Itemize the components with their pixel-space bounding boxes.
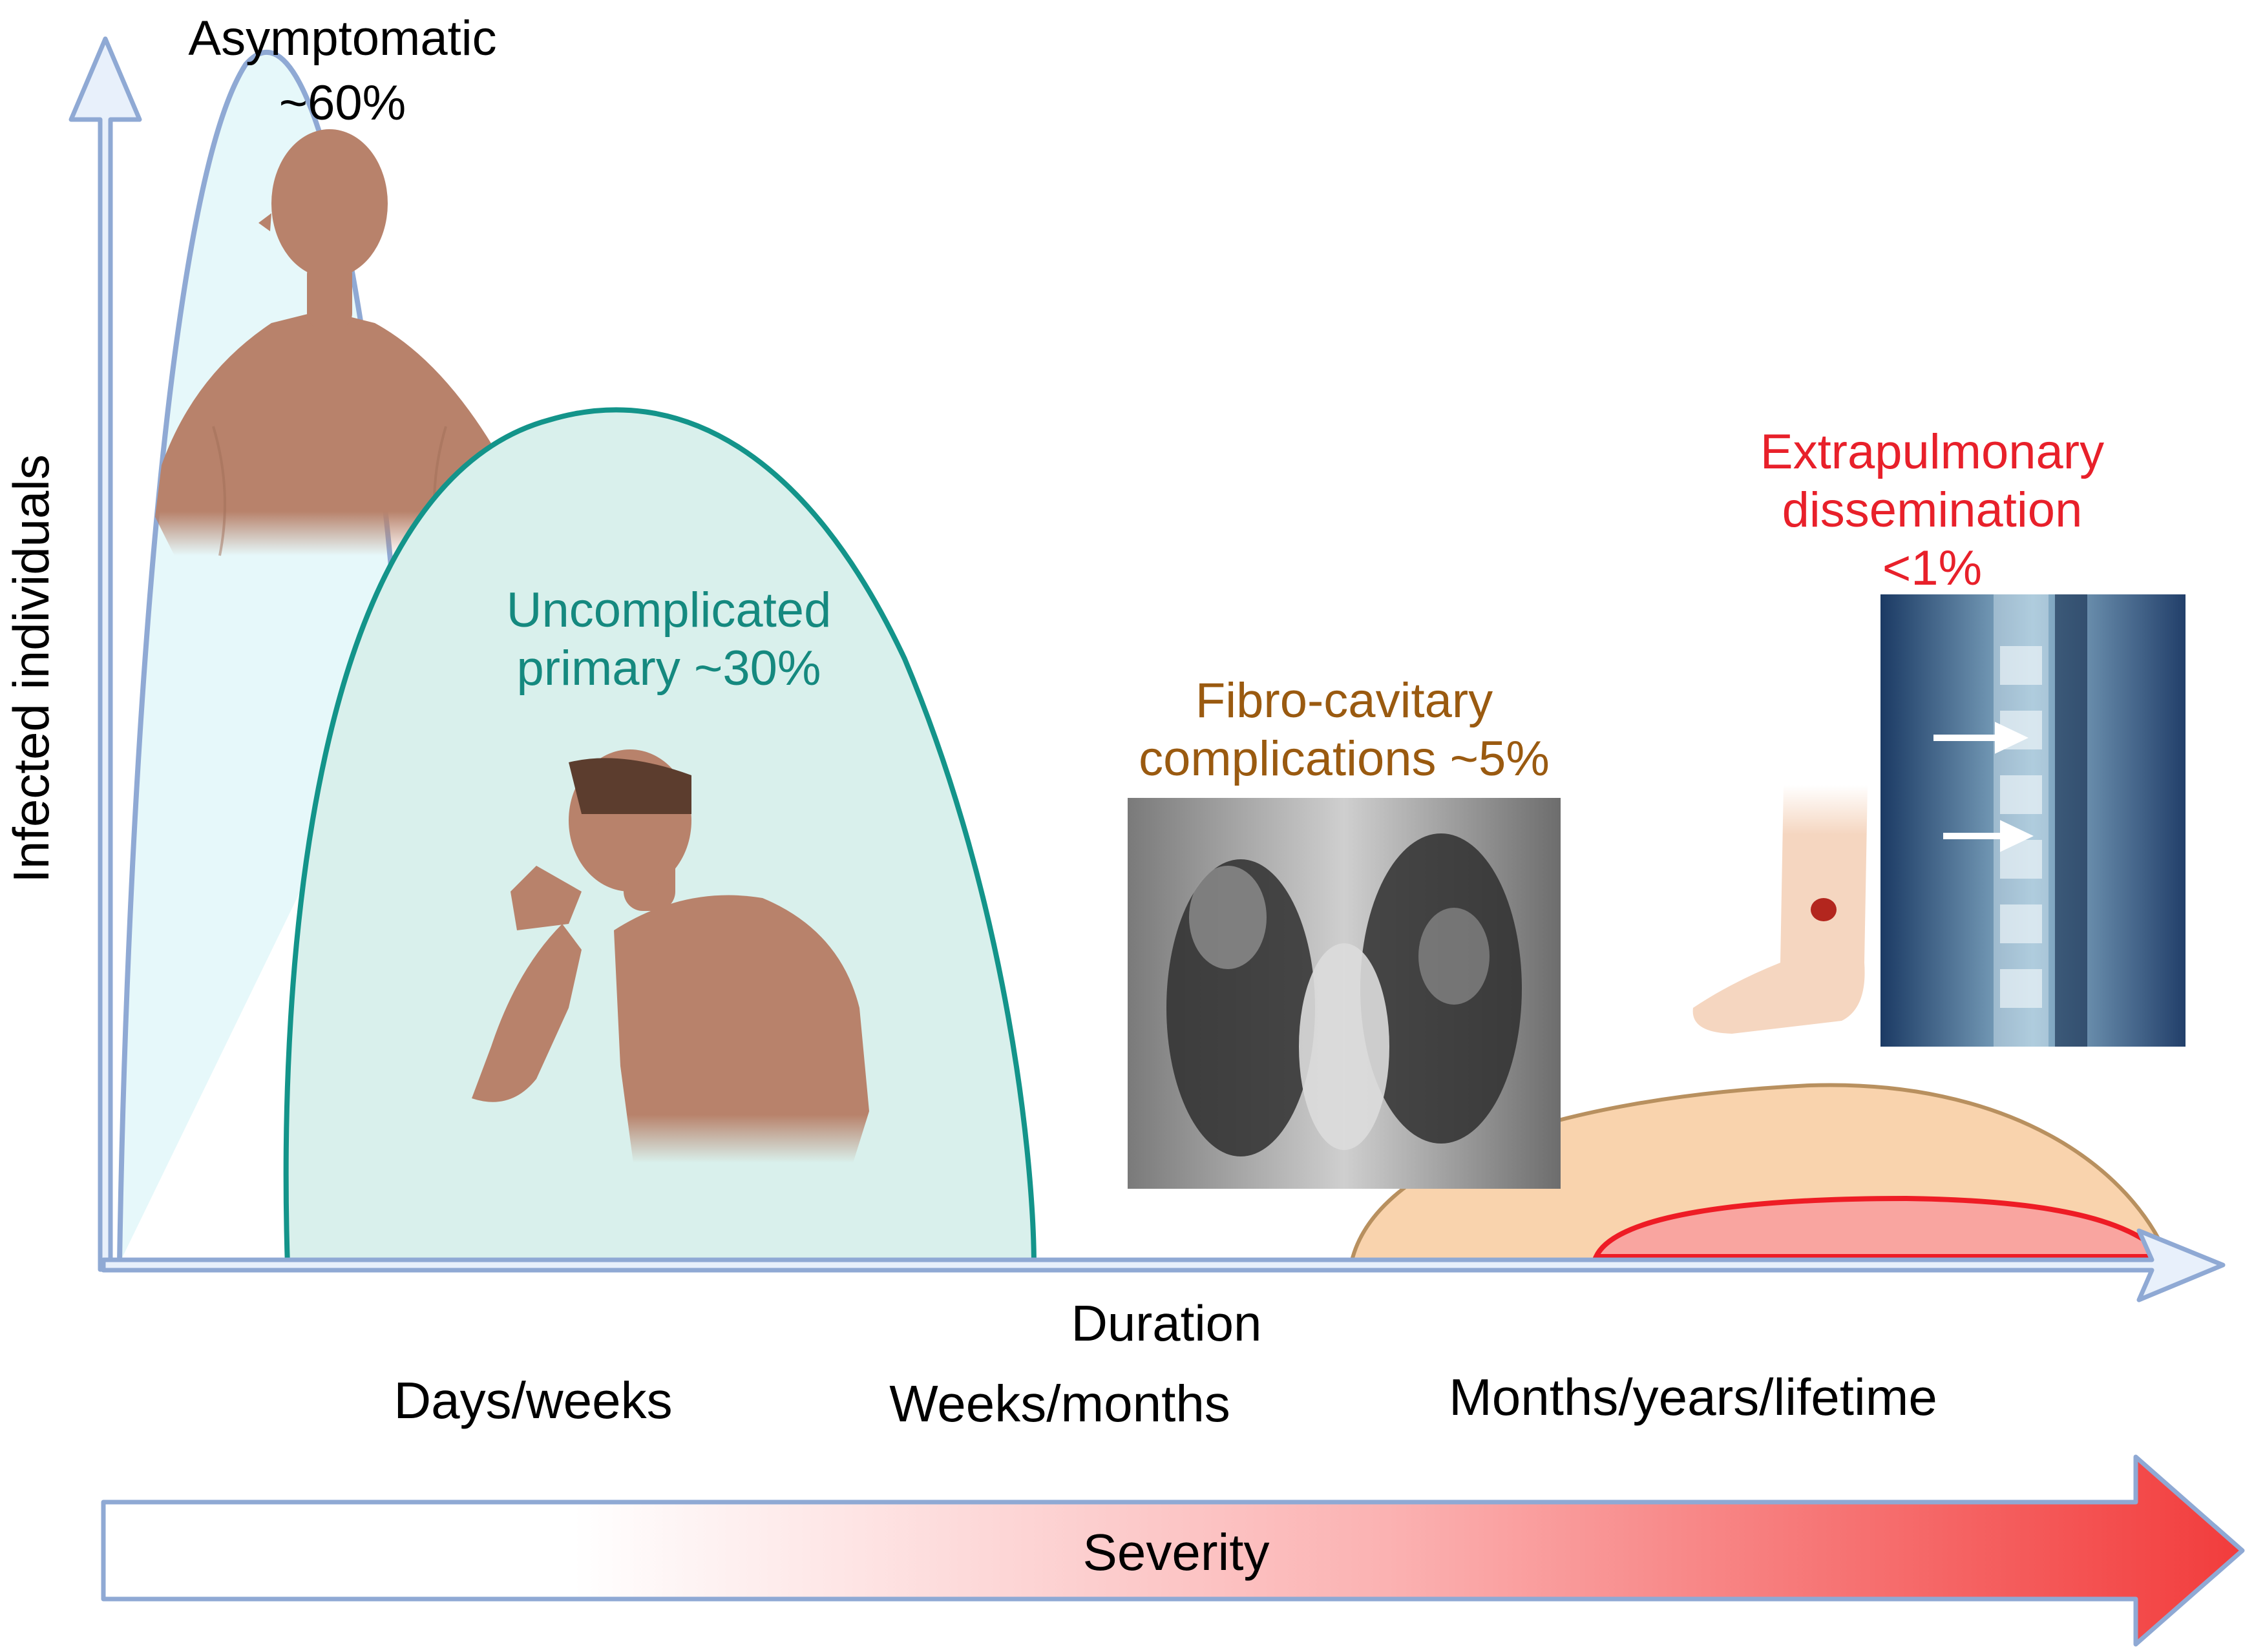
extrapulmonary-label-line1: Extrapulmonary bbox=[1760, 424, 2104, 479]
asymptomatic-label-line1: Asymptomatic bbox=[188, 11, 496, 66]
mri-arrow-lower bbox=[1943, 820, 2034, 852]
duration-short-label: Days/weeks bbox=[394, 1372, 672, 1429]
severity-label: Severity bbox=[1083, 1523, 1270, 1581]
duration-medium-label: Weeks/months bbox=[889, 1375, 1230, 1432]
chest-xray-image bbox=[1128, 798, 1561, 1189]
skin-lesion bbox=[1811, 898, 1837, 921]
asymptomatic-label-line2: ~60% bbox=[279, 76, 406, 131]
vertebra bbox=[2000, 646, 2042, 685]
severity-arrow bbox=[101, 1454, 2245, 1647]
vertebra bbox=[2000, 969, 2042, 1008]
uncomplicated-label-line1: Uncomplicated bbox=[507, 583, 832, 638]
vertebra bbox=[2000, 904, 2042, 943]
duration-long-label: Months/years/lifetime bbox=[1449, 1368, 1937, 1426]
uncomplicated-label-line2: primary ~30% bbox=[517, 641, 821, 696]
extrapulmonary-label-line2: dissemination bbox=[1782, 483, 2083, 538]
leg-lesion-illustration bbox=[1692, 785, 1868, 1034]
fibro-cavitary-label-line1: Fibro-cavitary bbox=[1195, 673, 1493, 728]
x-axis-label: Duration bbox=[1071, 1295, 1262, 1352]
extrapulmonary-label-line3: <1% bbox=[1882, 541, 1982, 596]
coughing-person-illustration bbox=[472, 749, 869, 1163]
vertebra bbox=[2000, 775, 2042, 814]
spine-mri-image bbox=[1880, 594, 2186, 1047]
y-axis-arrow bbox=[68, 36, 142, 1272]
extrapulmonary-curve bbox=[1592, 1195, 2171, 1259]
fibro-cavitary-label-line2: complications ~5% bbox=[1139, 731, 1550, 786]
asymptomatic-person-illustration bbox=[155, 129, 517, 556]
x-axis-arrow bbox=[101, 1228, 2226, 1302]
y-axis-label: Infected individuals bbox=[3, 454, 59, 883]
mri-arrow-upper bbox=[1933, 722, 2028, 754]
